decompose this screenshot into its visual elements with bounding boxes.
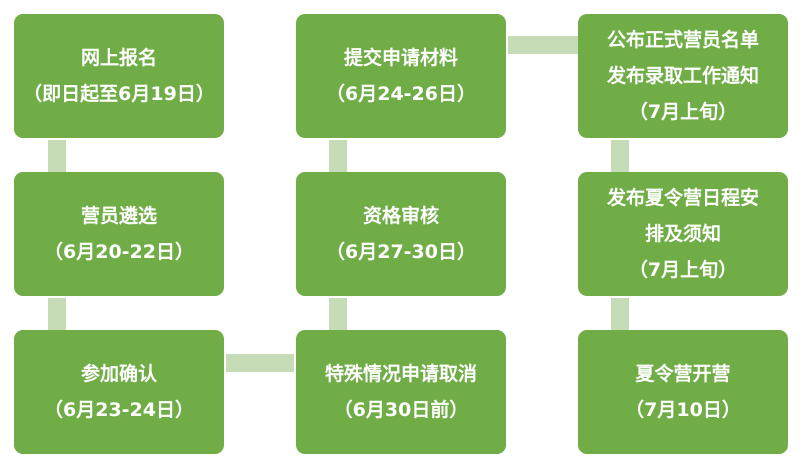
step-camper-selection: 营员遴选 （6月20-22日）	[14, 172, 224, 296]
step-date: （6月23-24日）	[44, 399, 194, 421]
step-camp-opening: 夏令营开营 （7月10日）	[578, 330, 788, 454]
step-publish-camper-list: 公布正式营员名单 发布录取工作通知 （7月上旬）	[578, 14, 788, 138]
connector-col3-top	[611, 140, 629, 172]
step-date: （6月20-22日）	[44, 241, 194, 263]
step-date: （6月24-26日）	[326, 83, 476, 105]
connector-col2-top	[329, 140, 347, 172]
step-title: 参加确认	[80, 363, 157, 385]
step-title-line1: 发布夏令营日程安	[606, 187, 759, 209]
step-title-line2: 发布录取工作通知	[606, 65, 759, 87]
step-date: （7月10日）	[625, 399, 741, 421]
connector-col2-bottom	[329, 298, 347, 330]
step-date: （7月上旬）	[628, 259, 738, 281]
step-date: （即日起至6月19日）	[23, 83, 215, 105]
step-title: 夏令营开营	[635, 363, 731, 385]
step-title-line2: 排及须知	[644, 223, 721, 245]
connector-col1-top	[48, 140, 66, 172]
step-participation-confirmation: 参加确认 （6月23-24日）	[14, 330, 224, 454]
connector-row1-col2-col3	[508, 36, 578, 54]
step-special-cancellation: 特殊情况申请取消 （6月30日前）	[296, 330, 506, 454]
connector-col3-bottom	[611, 298, 629, 330]
step-online-registration: 网上报名 （即日起至6月19日）	[14, 14, 224, 138]
step-title-line1: 公布正式营员名单	[606, 29, 759, 51]
step-date: （6月30日前）	[333, 399, 469, 421]
step-title: 资格审核	[362, 205, 439, 227]
step-title: 提交申请材料	[343, 47, 458, 69]
step-publish-schedule: 发布夏令营日程安 排及须知 （7月上旬）	[578, 172, 788, 296]
step-submit-materials: 提交申请材料 （6月24-26日）	[296, 14, 506, 138]
step-title: 网上报名	[80, 47, 157, 69]
step-title: 营员遴选	[80, 205, 157, 227]
step-title: 特殊情况申请取消	[324, 363, 477, 385]
step-qualification-review: 资格审核 （6月27-30日）	[296, 172, 506, 296]
connector-row3-col1-col2	[226, 354, 294, 372]
connector-col1-bottom	[48, 298, 66, 330]
step-date: （7月上旬）	[628, 101, 738, 123]
step-date: （6月27-30日）	[326, 241, 476, 263]
